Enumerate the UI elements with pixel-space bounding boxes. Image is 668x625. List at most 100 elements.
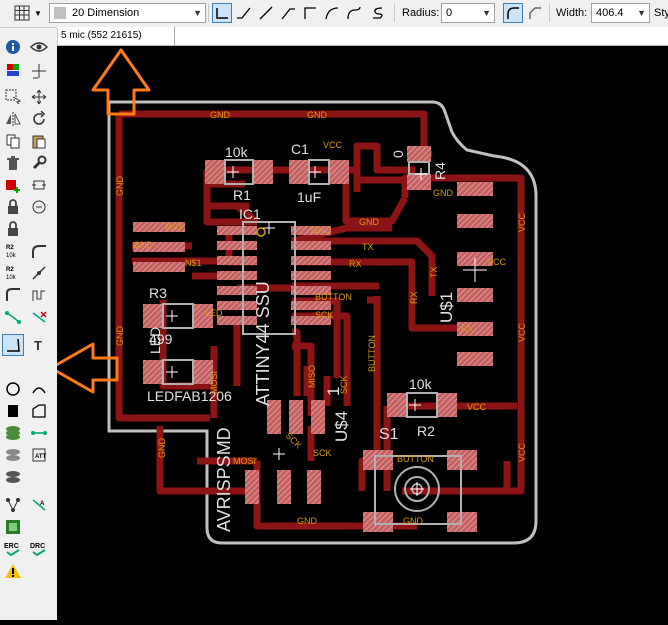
group-icon[interactable] (28, 196, 50, 218)
svg-text:ERC: ERC (4, 543, 19, 550)
paste-icon[interactable] (28, 130, 50, 152)
net-label-gnd: GND (157, 438, 167, 459)
meander-icon[interactable] (28, 284, 50, 306)
wire-bend-90b-button[interactable] (300, 3, 320, 23)
board-icon[interactable] (2, 516, 24, 538)
rotate-icon[interactable] (28, 108, 50, 130)
svg-text:10k: 10k (6, 253, 17, 259)
net-label-gnd: GND (359, 217, 380, 227)
signal-icon[interactable] (28, 422, 50, 444)
chevron-down-icon: ▼ (193, 8, 202, 18)
chevron-down-icon: ▼ (482, 8, 491, 18)
annotation-arrow-left (49, 342, 119, 394)
wrench-icon[interactable] (28, 152, 50, 174)
c1-name: C1 (291, 141, 309, 157)
lock-icon[interactable] (2, 196, 24, 218)
lock-part-icon[interactable] (2, 218, 24, 240)
chevron-down-icon: ▼ (637, 8, 646, 18)
width-field[interactable]: 406.4 ▼ (591, 3, 650, 23)
autorouter-icon[interactable]: A (28, 494, 50, 516)
layer-select-value: 20 Dimension (72, 7, 140, 19)
net-label-rx: RX (409, 291, 419, 304)
layer-color-swatch (54, 7, 66, 19)
warning-icon[interactable] (2, 560, 24, 582)
copy-icon[interactable] (2, 130, 24, 152)
wire-bend-freehand-button[interactable] (368, 3, 388, 23)
line-tool-button[interactable] (2, 334, 24, 356)
wire-bend-straight-button[interactable] (256, 3, 276, 23)
svg-text:A: A (40, 501, 45, 507)
net-label-sck: SCK (315, 310, 334, 320)
net-label-ns1: N$1 (185, 258, 202, 268)
replace-icon[interactable] (28, 174, 50, 196)
r4-name: R4 (432, 162, 448, 180)
net-label-vcc: VCC (323, 140, 343, 150)
drc-icon[interactable]: DRC (28, 538, 50, 560)
text-tool-icon[interactable]: T (28, 334, 50, 356)
polygon-tool-icon[interactable] (28, 400, 50, 422)
rectangle-tool-icon[interactable] (2, 400, 24, 422)
grid-icon[interactable] (12, 3, 32, 23)
circle-tool-icon[interactable] (2, 378, 24, 400)
grid-dropdown-icon[interactable]: ▼ (34, 8, 42, 18)
svg-text:R2: R2 (6, 267, 14, 273)
route-icon[interactable] (2, 306, 24, 328)
layer-display-icon[interactable] (2, 60, 24, 82)
ratsnest-icon[interactable] (2, 494, 24, 516)
command-input[interactable] (181, 27, 668, 45)
width-label: Width: (556, 7, 588, 19)
add-part-icon[interactable] (2, 174, 24, 196)
svg-text:10k: 10k (6, 275, 17, 281)
wire-bend-curve-button[interactable] (344, 3, 364, 23)
ic1-value: ATTINY44 SSU (253, 281, 273, 406)
net-label-vcc: VCC (517, 442, 527, 462)
move-icon[interactable] (28, 86, 50, 108)
info-icon[interactable] (2, 36, 24, 58)
r2-name: R2 (417, 423, 435, 439)
net-label-vcc: VCC (487, 257, 507, 267)
hole-icon[interactable] (2, 466, 24, 488)
layers-stack-icon[interactable] (2, 422, 24, 444)
r3-name: R3 (149, 285, 167, 301)
via-icon[interactable] (2, 444, 24, 466)
show-eye-icon[interactable] (28, 36, 50, 58)
delete-icon[interactable] (2, 152, 24, 174)
net-label-tx: TX (362, 242, 374, 252)
arc-tool-icon[interactable] (28, 378, 50, 400)
mirror-icon[interactable] (2, 108, 24, 130)
split-icon[interactable] (28, 262, 50, 284)
select-icon[interactable] (2, 86, 24, 108)
wire-bend-45-button[interactable] (234, 3, 254, 23)
net-label-gnd: GND (403, 516, 424, 526)
led-name: LED (147, 327, 163, 354)
mark-icon[interactable] (28, 60, 50, 82)
net-label-gnd: GND (433, 188, 454, 198)
chamfer-corner-button[interactable] (525, 3, 545, 23)
miter-icon[interactable] (28, 240, 50, 262)
net-label-vcc: VCC (517, 322, 527, 342)
attribute-icon[interactable]: ATT (28, 444, 50, 466)
wire-bend-90-button[interactable] (212, 3, 232, 23)
width-value: 406.4 (596, 7, 624, 19)
net-label-gnd: GND (133, 240, 154, 250)
net-label-led: LED (205, 308, 223, 318)
net-label-tx: TX (429, 266, 439, 278)
erc-icon[interactable]: ERC (2, 538, 24, 560)
ripup-icon[interactable] (28, 306, 50, 328)
layer-select[interactable]: 20 Dimension ▼ (49, 3, 206, 23)
board-canvas[interactable]: 10k R1 C1 1uF 0 R4 IC1 ATTINY44 SSU R3 4… (49, 46, 668, 620)
net-label-button: BUTTON (367, 335, 377, 372)
component-outlines (162, 159, 462, 525)
radius-field[interactable]: 0 ▼ (441, 3, 495, 23)
command-bar: 5 mic (552 21615) (57, 27, 668, 46)
r4-value: 0 (390, 150, 406, 158)
wire-bend-45b-button[interactable] (278, 3, 298, 23)
svg-text:T: T (34, 338, 42, 353)
wire-bend-arc-button[interactable] (322, 3, 342, 23)
separator (208, 4, 209, 22)
optimize-icon[interactable] (2, 284, 24, 306)
round-corner-button[interactable] (503, 3, 523, 23)
net-label-sck: SCK (339, 375, 349, 394)
